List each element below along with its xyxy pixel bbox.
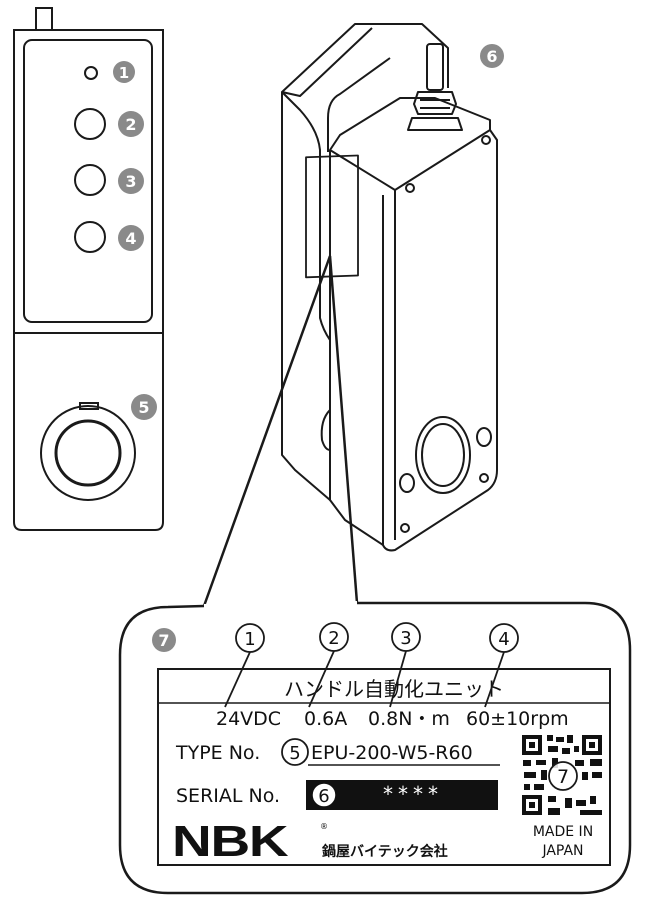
callout-leaders xyxy=(202,255,359,607)
made-in-line2: JAPAN xyxy=(541,843,583,859)
type-label: TYPE No. xyxy=(175,742,260,764)
badge-button3-text: 3 xyxy=(125,172,136,191)
type-value: EPU-200-W5-R60 xyxy=(311,742,473,764)
button-2-icon xyxy=(74,108,106,140)
front-cable-stub xyxy=(35,7,53,31)
iso-gland-base xyxy=(407,117,463,131)
rating-torque: 0.8N・m xyxy=(368,708,450,730)
button-4-icon xyxy=(74,221,106,253)
pointer-torque xyxy=(389,650,407,708)
pointer-current xyxy=(308,650,335,708)
pointer-speed xyxy=(484,651,505,708)
iso-gland-nut xyxy=(413,91,457,115)
front-housing-outline xyxy=(13,29,164,531)
badge-button2-text: 2 xyxy=(125,115,136,134)
badge-led xyxy=(113,61,135,83)
iso-port-outer xyxy=(415,416,471,494)
iso-thumbscrew-right xyxy=(476,427,492,447)
badge-led-text: 1 xyxy=(119,64,129,82)
iso-port-inner xyxy=(421,423,465,487)
led-indicator-icon xyxy=(84,66,98,80)
iso-label-window xyxy=(305,154,359,279)
serial-value: **** xyxy=(383,782,443,806)
badge-socket xyxy=(131,394,157,420)
leader-right xyxy=(328,255,359,604)
front-view xyxy=(13,7,164,531)
badge-cable-gland xyxy=(480,44,504,68)
iso-cable xyxy=(426,43,444,91)
leader-left xyxy=(202,255,332,607)
registered-mark: ® xyxy=(320,822,328,831)
iso-handle-outer xyxy=(281,23,449,93)
rating-current: 0.6A xyxy=(304,708,347,730)
badge-cable-gland-text: 6 xyxy=(486,47,497,66)
made-in-line1: MADE IN xyxy=(533,824,593,840)
serial-box xyxy=(306,780,498,810)
leader-gap-mask xyxy=(203,601,358,608)
button-3-icon xyxy=(74,164,106,196)
iso-screw-2 xyxy=(481,135,491,145)
marker-serial xyxy=(311,782,337,808)
marker-qr xyxy=(548,761,578,791)
brand-logo: NBK xyxy=(172,816,289,865)
socket-outer-ring xyxy=(40,405,136,501)
nameplate: ハンドル自動化ユニット 1 2 3 4 24VDC 0.6A 0.8N・m 60… xyxy=(157,622,611,866)
iso-screw-4 xyxy=(479,473,489,483)
company-name: 鍋屋バイテック会社 xyxy=(322,843,448,860)
marker-qr-text: 7 xyxy=(557,766,569,788)
serial-label: SERIAL No. xyxy=(176,785,280,807)
iso-thumbscrew-left xyxy=(399,473,415,493)
front-badges: 1 2 3 4 5 xyxy=(113,61,157,420)
iso-box-top xyxy=(329,97,491,191)
marker-type-text: 5 xyxy=(289,743,300,764)
front-control-panel xyxy=(23,39,153,323)
badge-button2 xyxy=(118,111,144,137)
rating-markers xyxy=(224,622,519,708)
marker-type xyxy=(281,738,309,766)
socket-inner-ring xyxy=(54,419,122,487)
iso-screw-3 xyxy=(400,523,410,533)
badge-label-callout xyxy=(152,628,176,652)
marker-voltage-text: 1 xyxy=(244,629,255,650)
label-callout-bubble xyxy=(118,601,632,895)
marker-current-text: 2 xyxy=(328,628,339,649)
iso-box-right-face xyxy=(382,129,498,552)
iso-handle-inner xyxy=(327,57,391,152)
badge-button3 xyxy=(118,168,144,194)
qr-code-icon xyxy=(522,735,602,815)
badge-button4 xyxy=(118,225,144,251)
iso-handle-top xyxy=(281,27,373,97)
isometric-view xyxy=(281,23,498,552)
badge-socket-text: 5 xyxy=(138,398,149,417)
rating-speed: 60±10rpm xyxy=(466,708,569,730)
marker-speed-text: 4 xyxy=(498,629,509,650)
nameplate-frame xyxy=(157,668,611,866)
pointer-voltage xyxy=(224,651,251,708)
marker-serial-text: 6 xyxy=(318,786,329,807)
rating-voltage: 24VDC xyxy=(216,708,281,730)
iso-screw-1 xyxy=(405,183,415,193)
marker-torque-text: 3 xyxy=(400,628,411,649)
badge-button4-text: 4 xyxy=(125,229,136,248)
iso-side-bump xyxy=(320,409,331,451)
badge-label-callout-text: 7 xyxy=(158,631,169,650)
